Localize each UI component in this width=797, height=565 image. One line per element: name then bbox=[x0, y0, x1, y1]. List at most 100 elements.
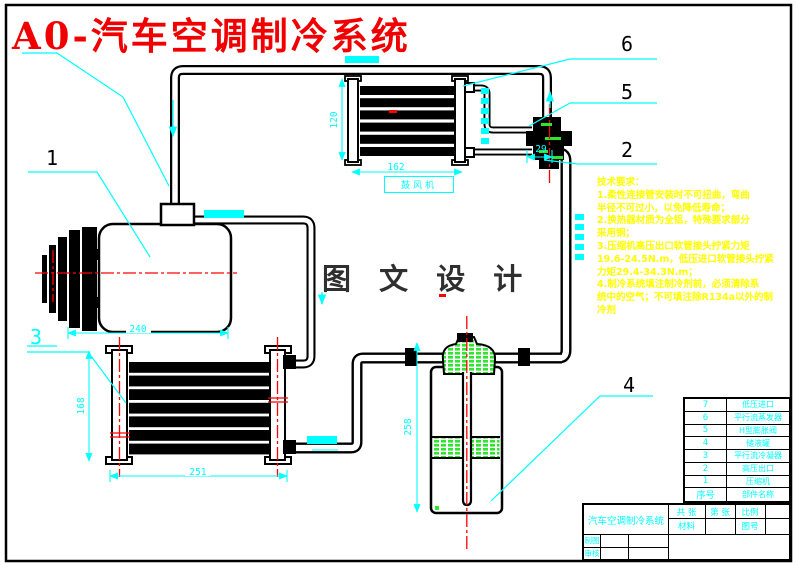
part-name: 平行流蒸发器 bbox=[726, 411, 789, 425]
part-name: 低压进口 bbox=[726, 399, 789, 412]
part-name: 平行流冷凝器 bbox=[726, 450, 789, 463]
tech-note-line: 19.6-24.5N.m，低压进口软管接头拧紧 bbox=[597, 253, 774, 265]
tech-note-line: 4.制冷系统填注制冷剂前，必须清除系 bbox=[597, 279, 760, 291]
drawing-border-frame bbox=[4, 3, 793, 563]
dim-compressor-width: 240 bbox=[129, 324, 146, 335]
part-no: 3 bbox=[685, 450, 726, 463]
evaporator-port bbox=[464, 82, 475, 93]
condenser-outlet-fitting bbox=[283, 440, 296, 454]
blower-label: 鼓风机 bbox=[384, 176, 454, 193]
sheet-no-label: 第 张 bbox=[705, 505, 736, 519]
part-no: 2 bbox=[685, 463, 726, 476]
tech-note-line: 3.压缩机高压出口软管接头拧紧力矩 bbox=[597, 240, 750, 252]
tech-note-line: 1.柔性连接管安装时不可扭曲，弯曲 bbox=[597, 189, 750, 201]
watermark-text: 图 文 设 计 bbox=[322, 262, 532, 296]
sheets-label: 共 张 bbox=[668, 505, 706, 519]
drawing-no-label: 图号 bbox=[735, 518, 766, 535]
scale-label: 比例 bbox=[735, 505, 766, 519]
checker-label: 审核 bbox=[584, 547, 601, 559]
tech-note-line: 冷剂 bbox=[597, 304, 617, 316]
condenser-inlet-fitting bbox=[283, 355, 296, 369]
drafter-label: 制图 bbox=[584, 534, 601, 548]
technical-requirements: 技术要求： 1.柔性连接管安装时不可扭曲，弯曲 半径不可过小，以免降低寿命； 2… bbox=[597, 177, 795, 318]
leader-4 bbox=[490, 395, 653, 502]
compressor-body bbox=[97, 222, 233, 334]
condenser-tubes bbox=[129, 362, 269, 455]
leader-7 bbox=[22, 52, 170, 187]
part-name: H型膨胀阀 bbox=[726, 424, 789, 438]
tech-note-line: 2.换热器材质为全铝，特殊要求部分 bbox=[597, 215, 750, 227]
refrigerant-pipes bbox=[170, 65, 572, 454]
condenser bbox=[105, 345, 296, 465]
dim-condenser-width: 251 bbox=[189, 467, 206, 478]
material-value bbox=[705, 518, 736, 535]
callout-1: 1 bbox=[46, 146, 58, 170]
callout-5: 5 bbox=[621, 80, 633, 104]
pipe-fitting bbox=[518, 348, 530, 366]
part-no: 5 bbox=[685, 425, 726, 438]
leader-1 bbox=[28, 171, 151, 258]
drawing-title: A0-汽车空调制冷系统 bbox=[12, 14, 411, 58]
part-no: 6 bbox=[685, 412, 726, 425]
receiver-drier bbox=[429, 333, 504, 515]
tech-note-line: 半径不可过小，以免降低寿命； bbox=[597, 202, 731, 214]
pipe-fitting bbox=[405, 348, 417, 366]
leader-6 bbox=[462, 58, 657, 87]
evaporator-port bbox=[464, 147, 475, 158]
parts-list-table: 7 低压进口 6 平行流蒸发器 5 H型膨胀阀 4 储液罐 3 平行流冷凝器 2… bbox=[683, 397, 791, 503]
header-name: 部件名称 bbox=[726, 488, 789, 501]
callout-numbers: 1 2 3 4 5 6 bbox=[30, 32, 635, 397]
drafter-date bbox=[628, 534, 669, 548]
callout-6: 6 bbox=[621, 32, 633, 56]
dim-valve-offset: 29 bbox=[535, 144, 547, 155]
material-label: 材料 bbox=[668, 518, 706, 535]
centerlines bbox=[35, 104, 551, 549]
part-no: 7 bbox=[685, 399, 726, 412]
leader-5 bbox=[528, 102, 657, 127]
checker-date bbox=[628, 547, 669, 559]
callout-2: 2 bbox=[621, 138, 633, 162]
dim-receiver-height: 258 bbox=[403, 418, 414, 435]
callout-4: 4 bbox=[623, 373, 635, 397]
evaporator-left-header bbox=[347, 78, 359, 163]
tech-note-line: 采用铜； bbox=[597, 228, 636, 240]
cyan-bar bbox=[204, 210, 244, 218]
dim-condenser-height: 168 bbox=[76, 397, 87, 414]
dim-evaporator-height: 120 bbox=[329, 111, 340, 128]
scale-value bbox=[765, 505, 789, 519]
drawing-no-value bbox=[765, 518, 789, 535]
dim-evaporator-width: 162 bbox=[387, 162, 404, 173]
title-block: 汽车空调制冷系统 共 张 第 张 比例 材料 图号 制图 审核 bbox=[582, 503, 791, 561]
callout-3: 3 bbox=[30, 325, 42, 349]
part-name: 高压出口 bbox=[726, 462, 789, 476]
flow-arrows bbox=[168, 90, 555, 306]
compressor bbox=[42, 202, 233, 334]
condenser-to-receiver-pipe bbox=[295, 352, 562, 454]
leader-2 bbox=[543, 159, 657, 165]
cyan-bar bbox=[345, 56, 379, 63]
tech-note-line: 技术要求： bbox=[597, 177, 645, 188]
tech-note-line: 力矩29.4-34.3N.m； bbox=[597, 266, 698, 278]
title-block-drawing-title: 汽车空调制冷系统 bbox=[584, 505, 669, 535]
tech-note-line: 统中的空气；不可填注除R134a以外的制 bbox=[597, 292, 774, 304]
evaporator bbox=[344, 75, 475, 166]
receiver-top-port bbox=[457, 333, 473, 342]
evaporator-tubes bbox=[360, 86, 454, 156]
cyan-highlight-marks bbox=[204, 56, 584, 444]
drafter-name bbox=[600, 534, 629, 548]
centerline-ticks bbox=[110, 397, 288, 438]
title-block-empty-area bbox=[668, 534, 789, 559]
cyan-bar bbox=[307, 436, 337, 444]
compressor-pulley bbox=[82, 227, 97, 331]
receiver-cap bbox=[441, 336, 497, 375]
part-no: 1 bbox=[685, 476, 726, 489]
part-no: 4 bbox=[685, 437, 726, 450]
part-name: 压缩机 bbox=[726, 475, 789, 489]
part-name: 储液罐 bbox=[726, 437, 789, 450]
header-no: 序号 bbox=[696, 491, 715, 501]
checker-name bbox=[600, 547, 629, 559]
compressor-port-fitting bbox=[159, 202, 196, 227]
dimensions-layer: 240 251 168 120 162 29 258 bbox=[67, 78, 553, 513]
